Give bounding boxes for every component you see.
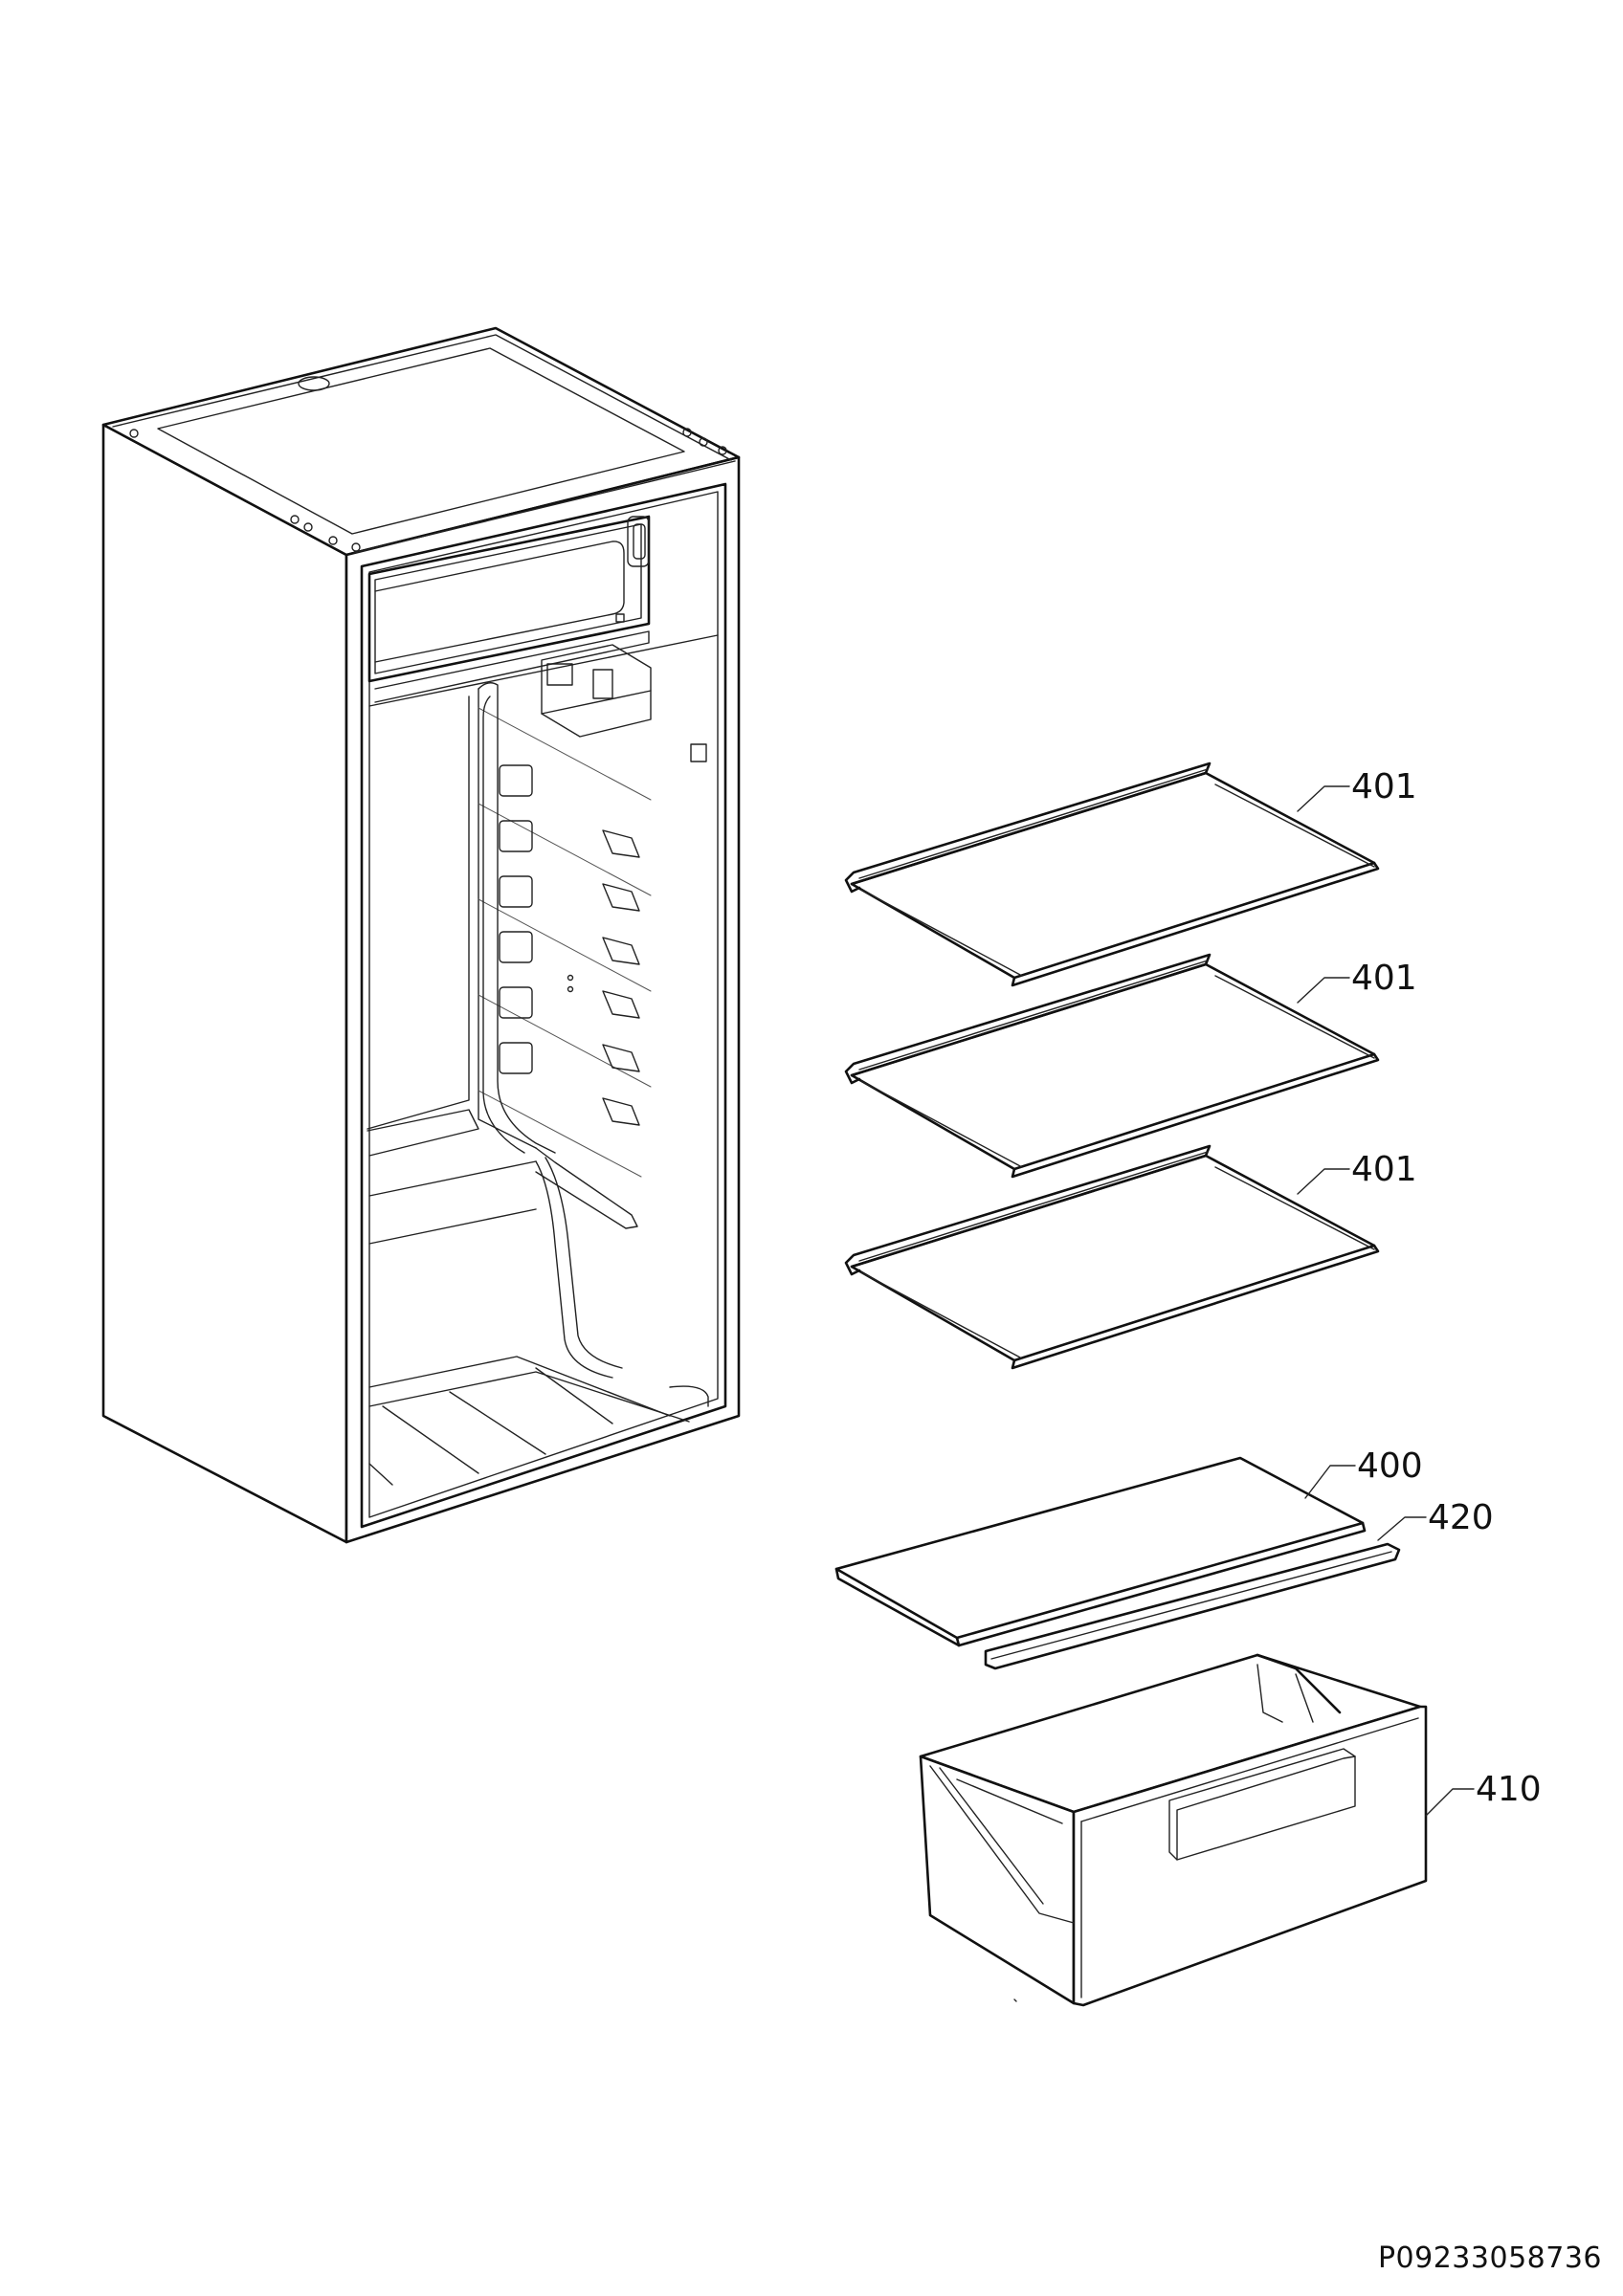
callout-label-shelf-3: 401 xyxy=(1351,1150,1417,1189)
part-callouts: 401 401 401 400 420 410 xyxy=(1297,767,1542,1817)
shelf-supports-left xyxy=(499,764,533,1074)
crisper-cover-trim xyxy=(984,1542,1401,1670)
glass-shelf-1 xyxy=(844,762,1380,987)
crisper-cover-glass xyxy=(834,1456,1367,1647)
callout-label-cover-trim: 420 xyxy=(1428,1498,1494,1537)
glass-shelf-2 xyxy=(844,953,1380,1179)
callout-label-shelf-2: 401 xyxy=(1351,959,1417,998)
refrigerator-cabinet xyxy=(101,326,741,1544)
callout-label-shelf-1: 401 xyxy=(1351,767,1417,806)
glass-shelf-3 xyxy=(844,1144,1380,1370)
shelf-supports-right xyxy=(567,829,640,1126)
callout-label-crisper-drawer: 410 xyxy=(1476,1770,1542,1809)
document-code: P09233058736 xyxy=(1377,2241,1602,2275)
callout-label-crisper-cover: 400 xyxy=(1357,1446,1423,1486)
crisper-drawer xyxy=(919,1653,1428,2007)
